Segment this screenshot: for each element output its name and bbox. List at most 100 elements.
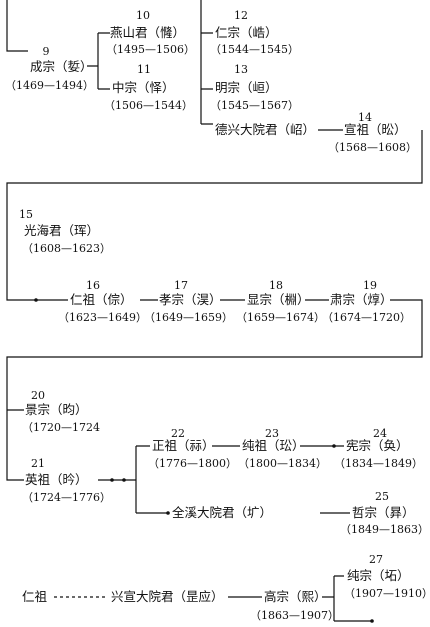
node-name: 燕山君（㦕） xyxy=(110,25,185,40)
line-gojong-to-27 xyxy=(322,575,372,622)
node-name: 景宗（昀） xyxy=(25,402,88,417)
node-years: （1623—1649） xyxy=(58,311,147,324)
node-name: 兴宣大院君（昰应） xyxy=(111,589,224,604)
node-years: （1545—1567） xyxy=(210,99,299,112)
node-jeongye: 全溪大院君（圹） xyxy=(172,505,272,520)
node-name: 成宗（娎） xyxy=(30,59,93,74)
line-19-wrap xyxy=(6,299,423,435)
node-15: 15 光海君（珲） （1608—1623） xyxy=(19,208,111,255)
line-9-to-10-11 xyxy=(87,32,110,90)
node-years: （1724—1776） xyxy=(22,491,111,504)
node-name: 高宗（熙） xyxy=(264,589,327,604)
node-number: 18 xyxy=(269,279,283,292)
node-years: （1568—1608） xyxy=(328,141,417,154)
node-24: 24 宪宗（奂） （1834—1849） xyxy=(334,427,423,470)
node-years: （1495—1506） xyxy=(106,43,195,56)
node-name: 纯祖（玜） xyxy=(242,438,305,453)
node-years: （1800—1834） xyxy=(238,457,327,470)
line-top-left xyxy=(6,0,28,52)
node-number: 12 xyxy=(234,9,248,22)
node-years: （1834—1849） xyxy=(334,457,423,470)
node-number: 25 xyxy=(375,490,389,503)
node-years: （1506—1544） xyxy=(104,99,193,112)
node-name: 明宗（峘） xyxy=(215,80,278,95)
node-heungseon: 兴宣大院君（昰应） xyxy=(111,589,224,604)
node-name: 光海君（珲） xyxy=(24,223,99,238)
node-years: （1608—1623） xyxy=(22,242,111,255)
node-number: 13 xyxy=(234,63,248,76)
node-number: 24 xyxy=(373,427,387,440)
node-name: 纯宗（坧） xyxy=(347,568,410,583)
node-17: 17 孝宗（淏） （1649—1659） xyxy=(144,279,233,324)
node-18: 18 显宗（棩） （1659—1674） xyxy=(236,279,325,324)
node-name: 显宗（棩） xyxy=(247,292,310,307)
line-15-to-16 xyxy=(6,248,68,301)
node-number: 15 xyxy=(19,208,33,221)
node-name: 仁祖（倧） xyxy=(70,292,133,307)
junction-dots xyxy=(34,298,374,623)
dot-24 xyxy=(332,444,336,448)
node-20: 20 景宗（昀） （1720—1724 xyxy=(22,389,100,434)
node-number: 27 xyxy=(369,553,383,566)
node-number: 20 xyxy=(31,389,45,402)
dot-16 xyxy=(34,298,38,302)
node-name: 仁祖 xyxy=(22,589,48,604)
node-years: （1544—1545） xyxy=(210,43,299,56)
node-25: 25 哲宗（昪） （1849—1863） xyxy=(340,490,429,536)
node-14: 14 宣祖（昖） （1568—1608） xyxy=(328,111,417,154)
node-number: 19 xyxy=(363,279,377,292)
dot-27-child xyxy=(370,619,374,623)
node-13: 13 明宗（峘） （1545—1567） xyxy=(210,63,299,112)
line-21 xyxy=(6,435,24,481)
node-years: （1720—1724 xyxy=(22,421,100,434)
line-21-to-branch xyxy=(98,445,168,514)
node-gojong: 高宗（熙） （1863—1907） xyxy=(250,589,339,622)
node-years: （1674—1720） xyxy=(322,311,411,324)
node-11: 11 中宗（怿） （1506—1544） xyxy=(104,63,193,112)
dot-21-b xyxy=(122,478,126,482)
node-years: （1907—1910） xyxy=(344,587,430,600)
node-number: 22 xyxy=(171,427,185,440)
node-12: 12 仁宗（峼） （1544—1545） xyxy=(210,9,299,56)
node-number: 16 xyxy=(86,279,100,292)
node-22: 22 正祖（祘） （1776—1800） xyxy=(148,427,237,470)
node-injo-ref: 仁祖 xyxy=(22,589,48,604)
node-name: 正祖（祘） xyxy=(152,438,215,453)
node-number: 23 xyxy=(265,427,279,440)
node-21: 21 英祖（昑） （1724—1776） xyxy=(22,457,111,504)
node-name: 全溪大院君（圹） xyxy=(172,505,272,520)
node-10: 10 燕山君（㦕） （1495—1506） xyxy=(106,9,195,56)
node-name: 英祖（昑） xyxy=(25,472,88,487)
dot-jeon xyxy=(166,511,170,515)
node-number: 21 xyxy=(31,457,45,470)
node-years: （1863—1907） xyxy=(250,609,339,622)
connector-lines xyxy=(6,0,423,622)
node-name: 中宗（怿） xyxy=(112,80,175,95)
node-years: （1469—1494） xyxy=(5,79,94,92)
node-27: 27 纯宗（坧） （1907—1910） xyxy=(344,553,430,600)
node-number: 10 xyxy=(136,9,150,22)
node-years: （1849—1863） xyxy=(340,523,429,536)
node-name: 宪宗（奂） xyxy=(346,438,409,453)
dot-21-a xyxy=(110,478,114,482)
line-11-to-children xyxy=(200,0,213,125)
line-14-wrap xyxy=(6,130,423,248)
node-name: 哲宗（昪） xyxy=(352,505,415,520)
node-name: 德兴大院君（岹） xyxy=(215,122,315,137)
node-23: 23 纯祖（玜） （1800—1834） xyxy=(238,427,327,470)
node-years: （1659—1674） xyxy=(236,311,325,324)
node-name: 宣祖（昖） xyxy=(344,122,407,137)
node-16: 16 仁祖（倧） （1623—1649） xyxy=(58,279,147,324)
node-9: 9 成宗（娎） （1469—1494） xyxy=(5,45,94,92)
node-name: 仁宗（峼） xyxy=(215,25,278,40)
node-deokheung: 德兴大院君（岹） xyxy=(215,122,315,137)
node-years: （1649—1659） xyxy=(144,311,233,324)
node-number: 11 xyxy=(137,63,151,76)
node-name: 孝宗（淏） xyxy=(159,292,222,307)
node-years: （1776—1800） xyxy=(148,457,237,470)
node-19: 19 肃宗（焞） （1674—1720） xyxy=(322,279,411,324)
node-name: 肃宗（焞） xyxy=(330,292,393,307)
node-number: 14 xyxy=(358,111,372,124)
node-number: 17 xyxy=(174,279,188,292)
